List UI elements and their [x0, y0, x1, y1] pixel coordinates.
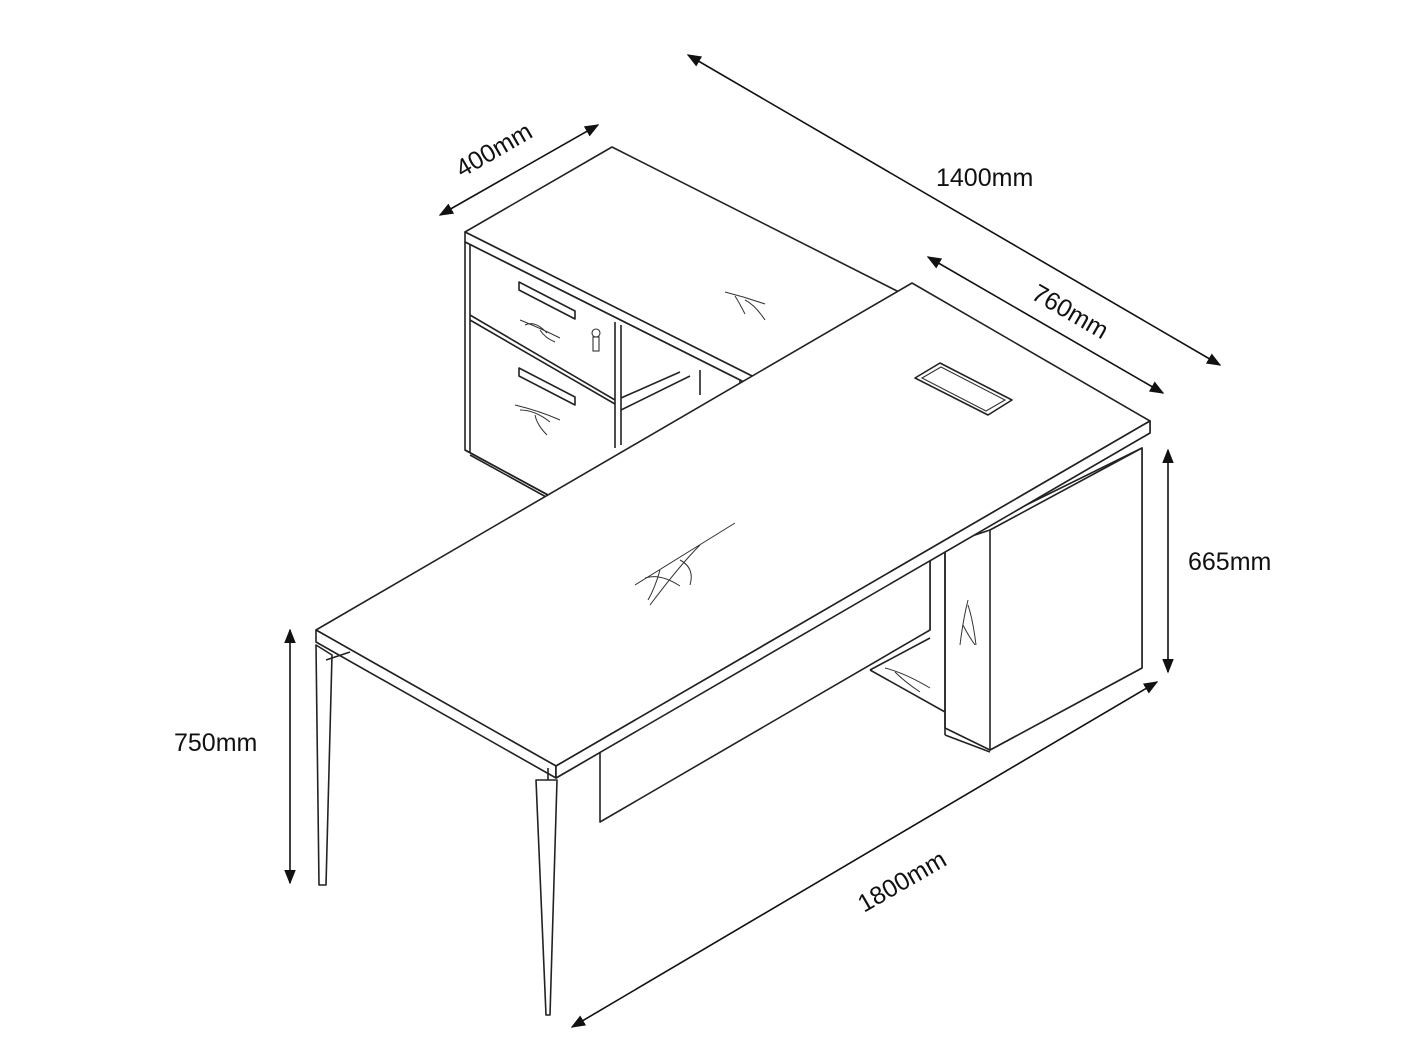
dimension-label: 750mm — [174, 729, 257, 757]
lock-icon — [591, 328, 601, 352]
dimension-label: 1800mm — [853, 845, 951, 918]
dimension-label: 1400mm — [936, 164, 1033, 192]
dimension-label: 400mm — [451, 117, 537, 183]
drawer-handle-bottom — [518, 367, 576, 406]
wood-grain-mark — [634, 522, 736, 606]
dimension-label: 665mm — [1188, 548, 1271, 576]
dimension-665mm: 665mm — [1162, 448, 1271, 674]
drawer-handle-top — [518, 281, 576, 320]
dimension-label: 760mm — [1027, 279, 1113, 345]
wood-grain-mark — [514, 404, 561, 436]
drawer-divider — [469, 314, 616, 401]
wood-grain-mark — [519, 319, 561, 343]
wood-grain-mark — [959, 599, 977, 646]
wood-grain-mark — [884, 667, 931, 693]
dimension-750mm: 750mm — [174, 628, 296, 885]
desk-leg-front — [535, 779, 558, 1016]
desk-leg-left — [315, 644, 333, 886]
